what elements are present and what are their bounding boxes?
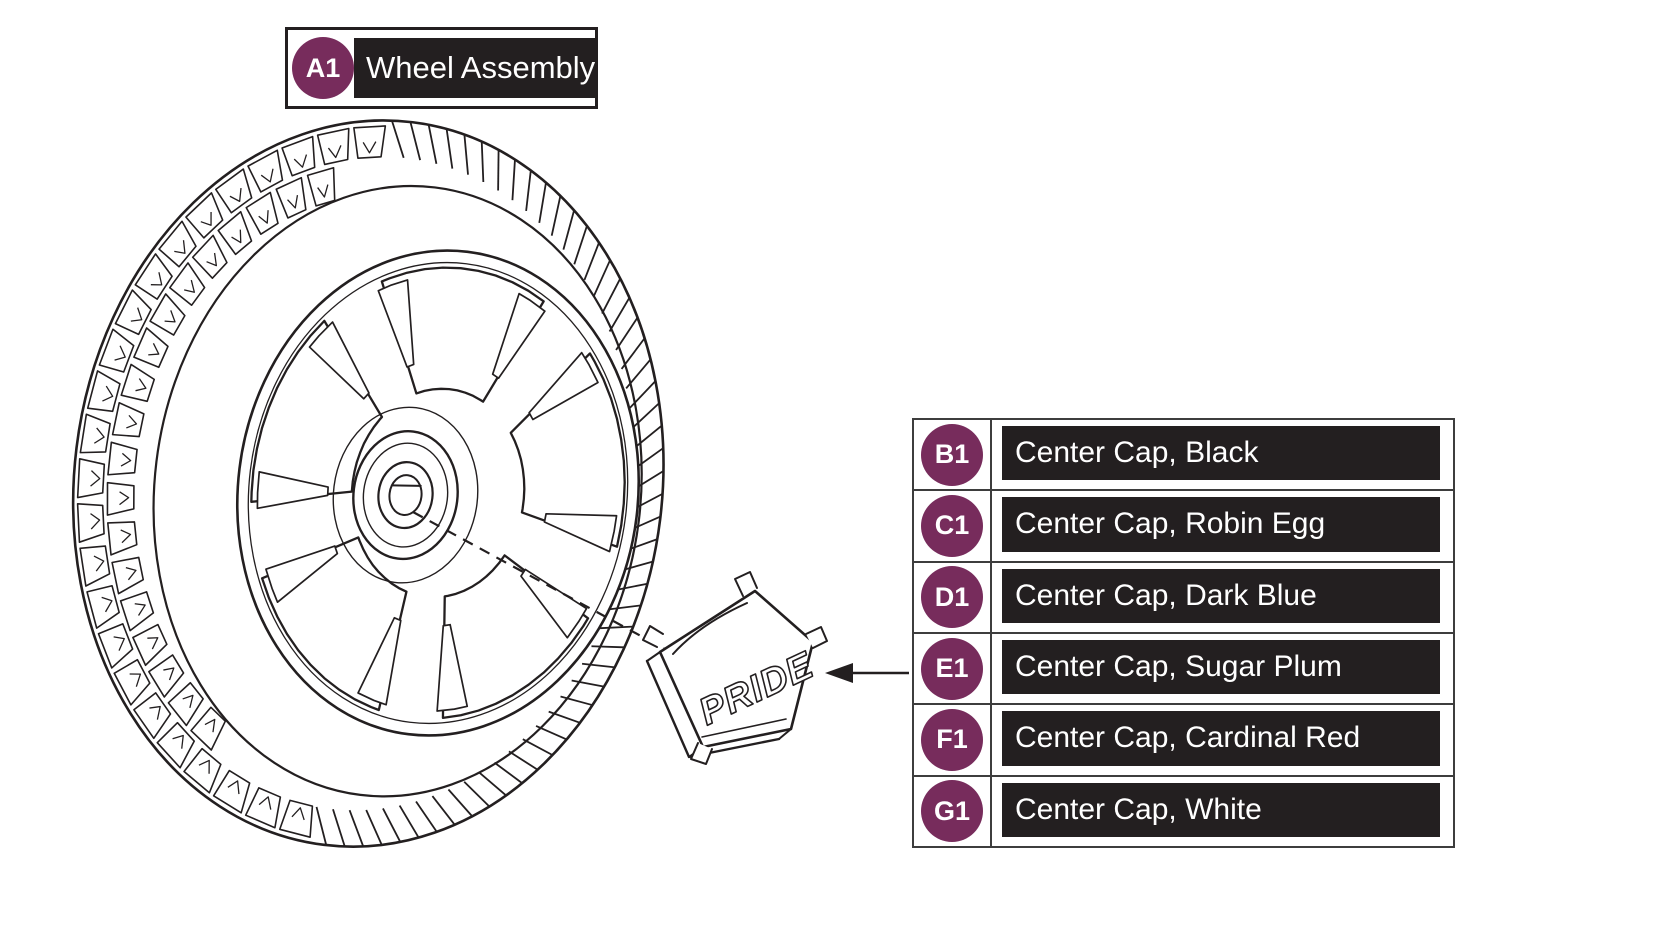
part-label: Center Cap, White [1015,792,1262,826]
parts-table: B1 Center Cap, Black C1 Center Cap, Robi… [912,418,1455,848]
part-panel: Center Cap, White [1002,782,1440,837]
cap-clip-tab [805,626,828,649]
arrowhead [825,663,853,683]
part-row-g1: G1 Center Cap, White [914,776,1453,846]
part-badge: B1 [921,423,983,486]
part-panel: Center Cap, Sugar Plum [1002,639,1440,695]
callout-panel: Wheel Assembly [354,38,597,98]
badge-cell: B1 [914,420,992,490]
center-cap: PRIDE [642,571,828,765]
part-badge: E1 [921,637,983,700]
badge-cell: E1 [914,633,992,704]
badge-cell: C1 [914,491,992,561]
title-callout: A1 Wheel Assembly [285,27,598,109]
badge-cell: D1 [914,562,992,632]
part-row-c1: C1 Center Cap, Robin Egg [914,491,1453,563]
callout-label: Wheel Assembly [366,50,596,85]
cap-clip-tab [690,742,713,765]
part-row-f1: F1 Center Cap, Cardinal Red [914,705,1453,777]
part-label: Center Cap, Cardinal Red [1015,721,1361,755]
part-row-b1: B1 Center Cap, Black [914,420,1453,492]
part-panel: Center Cap, Robin Egg [1002,497,1440,552]
part-label: Center Cap, Robin Egg [1015,507,1326,541]
part-panel: Center Cap, Cardinal Red [1002,711,1440,766]
wheel-drawing [71,119,665,848]
part-badge: G1 [921,780,983,843]
pointer-arrow [825,663,909,683]
part-label: Center Cap, Black [1015,436,1259,470]
badge-cell: F1 [914,705,992,775]
cap-clip-tab [642,625,664,648]
part-badge: D1 [921,566,983,629]
part-panel: Center Cap, Black [1002,426,1440,481]
part-panel: Center Cap, Dark Blue [1002,568,1440,623]
leader-dashed-line [412,511,686,661]
badge-cell: G1 [914,776,992,846]
part-row-e1: E1 Center Cap, Sugar Plum [914,633,1453,706]
part-label: Center Cap, Sugar Plum [1015,650,1342,684]
callout-badge: A1 [292,37,354,99]
part-label: Center Cap, Dark Blue [1015,578,1317,612]
cap-clip-tab [734,571,758,597]
part-badge: F1 [921,708,983,771]
part-badge: C1 [921,494,983,557]
part-row-d1: D1 Center Cap, Dark Blue [914,562,1453,634]
